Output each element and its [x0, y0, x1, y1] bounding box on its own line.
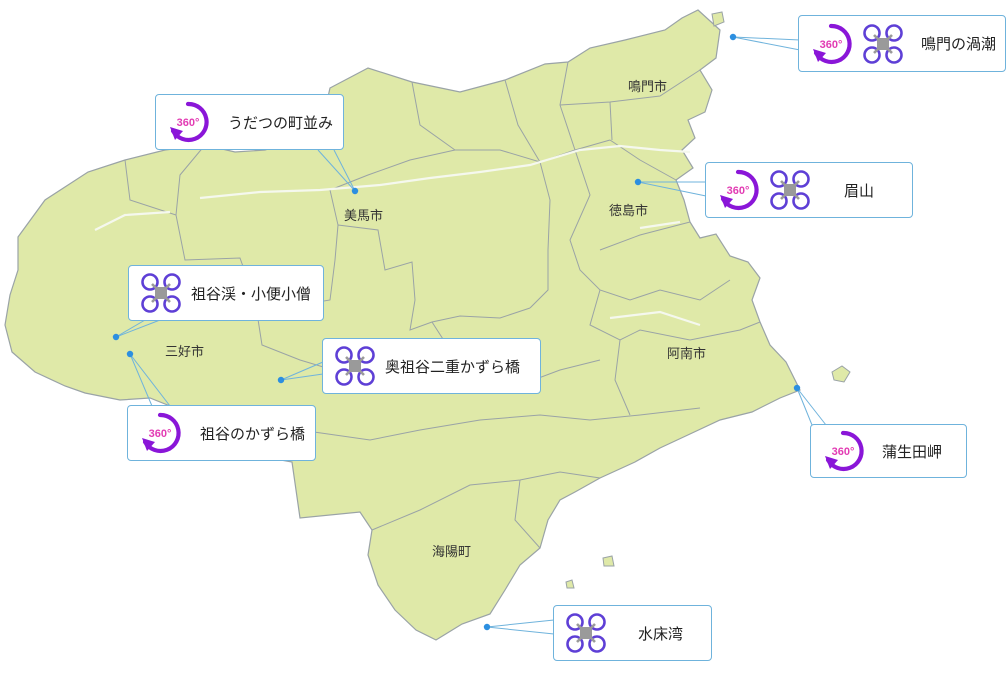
marker[interactable] [277, 376, 285, 384]
spot-title: うだつの町並み [227, 113, 333, 132]
svg-text:360°: 360° [727, 185, 750, 197]
spot-title: 祖谷渓・小便小僧 [191, 284, 312, 303]
drone-icon[interactable] [139, 271, 183, 315]
island [602, 555, 615, 567]
360-icon[interactable]: 360° [821, 429, 865, 473]
spot-callout-mitokowan[interactable]: 水床湾 [553, 605, 712, 661]
spot-callout-iyakei[interactable]: 祖谷渓・小便小僧 [128, 265, 324, 321]
city-label: 徳島市 [609, 203, 648, 219]
drone-icon[interactable] [333, 344, 377, 388]
location-markers [112, 33, 801, 631]
spot-title: 眉山 [843, 181, 874, 200]
spot-callout-bizan[interactable]: 360° 眉山 [705, 162, 913, 218]
spot-title: 鳴門の渦潮 [921, 35, 997, 53]
drone-icon[interactable] [768, 168, 812, 212]
island [831, 365, 851, 383]
city-label: 三好市 [165, 344, 204, 360]
360-icon[interactable]: 360° [166, 100, 210, 144]
marker[interactable] [483, 623, 491, 631]
spot-callout-okuiya[interactable]: 奥祖谷二重かずら橋 [322, 338, 541, 394]
island [565, 579, 575, 589]
marker[interactable] [793, 384, 801, 392]
spot-title: 祖谷のかずら橋 [199, 424, 305, 443]
city-label: 鳴門市 [628, 79, 667, 95]
svg-text:360°: 360° [177, 117, 200, 129]
drone-icon[interactable] [564, 611, 608, 655]
svg-text:360°: 360° [820, 39, 843, 51]
city-label: 阿南市 [667, 346, 706, 362]
spot-title: 奥祖谷二重かずら橋 [385, 357, 521, 376]
leader-lines [115, 36, 827, 635]
prefecture-land [4, 9, 801, 641]
city-label: 海陽町 [432, 545, 471, 560]
rivers [94, 144, 701, 327]
drone-icon[interactable] [861, 22, 905, 66]
marker[interactable] [351, 187, 359, 195]
marker[interactable] [729, 33, 737, 41]
svg-text:360°: 360° [832, 446, 855, 458]
360-icon[interactable]: 360° [716, 168, 760, 212]
svg-text:360°: 360° [149, 428, 172, 440]
360-icon[interactable]: 360° [138, 411, 182, 455]
city-label: 美馬市 [344, 208, 383, 224]
spot-title: 蒲生田岬 [881, 442, 942, 461]
island [711, 11, 725, 27]
marker[interactable] [634, 178, 642, 186]
spot-callout-iya-kazurabashi[interactable]: 360° 祖谷のかずら橋 [127, 405, 316, 461]
spot-callout-gamoda[interactable]: 360° 蒲生田岬 [810, 424, 967, 478]
spot-title: 水床湾 [637, 624, 683, 643]
360-icon[interactable]: 360° [809, 22, 853, 66]
spot-callout-naruto[interactable]: 360° 鳴門の渦潮 [798, 15, 1006, 72]
municipal-borders [124, 61, 761, 549]
marker[interactable] [112, 333, 120, 341]
spot-callout-udatsu[interactable]: 360° うだつの町並み [155, 94, 344, 150]
marker[interactable] [126, 350, 134, 358]
